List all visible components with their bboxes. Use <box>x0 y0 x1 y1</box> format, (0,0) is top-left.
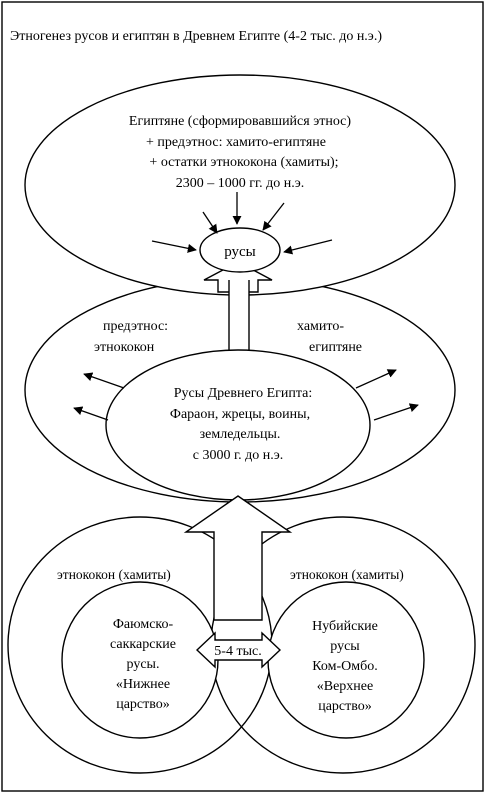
bottom-right-line-2: русы <box>330 639 360 654</box>
arrow-in-left <box>151 240 197 253</box>
rusy-label: русы <box>224 244 256 260</box>
bottom-left-line-2: саккарские <box>110 637 176 652</box>
up-block-arrow-bottom <box>183 495 293 621</box>
inner-line-4: с 3000 г. до н.э. <box>193 448 284 463</box>
arrow-out-upper-left <box>83 372 125 389</box>
arrow-out-lower-right <box>373 403 419 421</box>
arrow-out-upper-right <box>355 369 397 389</box>
arrow-in-top-right <box>262 202 285 231</box>
top-line-2: + предэтнос: хамито-египтяне <box>146 135 326 150</box>
inner-line-3: земледельцы. <box>200 427 281 442</box>
bottom-right-line-4: «Верхнее <box>317 679 373 694</box>
inner-ellipse-rusy-egypt <box>105 349 371 501</box>
bottom-right-outer-label: этнококон (хамиты) <box>290 567 404 582</box>
middle-left-line-2: этнококон <box>94 340 155 355</box>
arrow-in-right <box>283 239 333 255</box>
up-block-arrow-top-mask <box>229 290 249 368</box>
bottom-left-line-4: «Нижнее <box>116 677 170 692</box>
inner-line-2: Фараон, жрецы, воины, <box>170 407 310 422</box>
arrow-out-lower-left <box>73 406 109 421</box>
bottom-left-line-5: царство» <box>116 697 170 712</box>
bottom-right-line-3: Ком-Омбо. <box>312 659 378 674</box>
top-line-1: Египтяне (сформировавшийся этнос) <box>129 114 351 129</box>
bottom-left-line-3: русы. <box>127 657 160 672</box>
bottom-right-line-5: царство» <box>318 699 372 714</box>
connector-double-arrow <box>195 631 282 669</box>
arrow-in-top-left <box>202 211 218 234</box>
diagram-title: Этногенез русов и египтян в Древнем Егип… <box>10 29 382 44</box>
top-line-3: + остатки этнококона (хамиты); <box>149 155 338 170</box>
bottom-right-line-1: Нубийские <box>312 619 378 634</box>
top-line-4: 2300 – 1000 гг. до н.э. <box>176 176 305 191</box>
middle-right-line-2: египтяне <box>309 340 362 355</box>
bottom-left-line-1: Фаюмско- <box>113 617 174 632</box>
middle-right-line-1: хамито- <box>297 319 344 334</box>
inner-line-1: Русы Древнего Египта: <box>174 386 313 401</box>
bottom-left-outer-label: этнококон (хамиты) <box>57 567 171 582</box>
middle-left-line-1: предэтнос: <box>103 319 168 334</box>
rusy-small-ellipse <box>199 227 281 273</box>
connector-label: 5-4 тыс. <box>214 644 261 659</box>
